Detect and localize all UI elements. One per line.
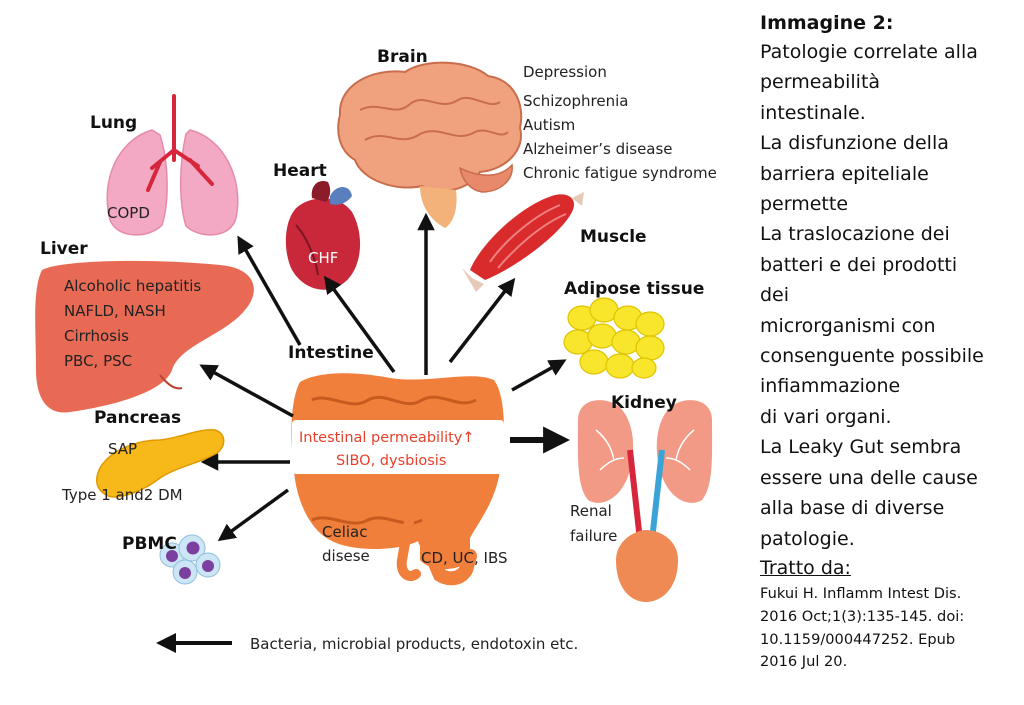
caption-line: batteri e dei prodotti bbox=[760, 253, 958, 276]
liver-disease-3: Cirrhosis bbox=[64, 327, 129, 345]
lung-label: Lung bbox=[90, 113, 137, 133]
caption-line: barriera epiteliale bbox=[760, 162, 929, 185]
caption-panel: Immagine 2: Patologie correlate alla per… bbox=[760, 10, 1020, 674]
muscle-label: Muscle bbox=[580, 227, 647, 247]
kidney-illustration bbox=[577, 400, 713, 602]
pancreas-label: Pancreas bbox=[94, 408, 181, 428]
citation-line: 2016 Jul 20. bbox=[760, 653, 848, 671]
kidney-disease-2: failure bbox=[570, 527, 617, 545]
arrow-to-pbmc bbox=[217, 488, 290, 542]
source-heading: Tratto da: bbox=[760, 556, 851, 579]
heart-label: Heart bbox=[273, 161, 327, 181]
bowel-disease-label: CD, UC, IBS bbox=[421, 549, 508, 567]
liver-disease-1: Alcoholic hepatitis bbox=[64, 277, 201, 295]
caption-line: permette bbox=[760, 193, 849, 216]
celiac-label-1: Celiac bbox=[322, 523, 367, 541]
kidney-disease-1: Renal bbox=[570, 502, 612, 520]
brain-disease-5: Chronic fatigue syndrome bbox=[523, 164, 717, 182]
citation-line: 10.1159/000447252. Epub bbox=[760, 630, 956, 648]
muscle-illustration bbox=[462, 192, 584, 292]
pbmc-illustration bbox=[159, 534, 221, 585]
arrows bbox=[156, 212, 571, 653]
caption-line: La Leaky Gut sembra bbox=[760, 436, 962, 459]
legend-text: Bacteria, microbial products, endotoxin … bbox=[250, 635, 578, 653]
heart-illustration bbox=[285, 180, 361, 290]
lung-disease: COPD bbox=[107, 204, 150, 222]
brain-label: Brain bbox=[377, 47, 428, 67]
intestinal-permeability-label: Intestinal permeability↑ bbox=[299, 430, 475, 446]
arrow-to-liver bbox=[199, 364, 294, 418]
liver-label: Liver bbox=[40, 239, 88, 259]
lung-illustration bbox=[106, 94, 239, 236]
celiac-label-2: disese bbox=[322, 547, 370, 565]
arrow-to-adipose bbox=[511, 359, 567, 392]
caption-line: patologie. bbox=[760, 527, 855, 550]
adipose-label: Adipose tissue bbox=[564, 279, 704, 299]
brain-disease-4: Alzheimer’s disease bbox=[523, 140, 673, 158]
caption-line: essere una delle cause bbox=[760, 466, 978, 489]
intestine-illustration bbox=[291, 373, 504, 586]
brain-disease-2: Schizophrenia bbox=[523, 92, 628, 110]
adipose-illustration bbox=[563, 297, 665, 379]
intestine-label-box bbox=[292, 420, 504, 474]
brain-illustration bbox=[337, 61, 523, 228]
caption-line: La disfunzione della bbox=[760, 132, 949, 155]
brain-disease-1: Depression bbox=[523, 63, 607, 81]
caption-line: infiammazione bbox=[760, 375, 901, 398]
pancreas-disease-dm: Type 1 and2 DM bbox=[61, 486, 183, 504]
intestine-label: Intestine bbox=[288, 343, 374, 363]
arrow-to-muscle bbox=[448, 277, 516, 364]
caption-line: permeabilità bbox=[760, 71, 881, 94]
caption-line: alla base di diverse bbox=[760, 497, 945, 520]
caption-line: microrganismi con bbox=[760, 314, 936, 337]
kidney-label: Kidney bbox=[611, 393, 677, 413]
caption-line: consenguente possibile bbox=[760, 345, 984, 368]
arrow-to-heart bbox=[323, 275, 396, 374]
caption-line: dei bbox=[760, 284, 790, 307]
heart-disease: CHF bbox=[308, 249, 338, 267]
caption-title: Immagine 2: bbox=[760, 12, 894, 34]
pancreas-disease-sap: SAP bbox=[108, 440, 137, 458]
arrow-to-lung bbox=[237, 235, 302, 346]
citation-line: 2016 Oct;1(3):135-145. doi: bbox=[760, 607, 965, 625]
caption-line: La traslocazione dei bbox=[760, 223, 950, 246]
caption-line: di vari organi. bbox=[760, 405, 892, 428]
liver-disease-4: PBC, PSC bbox=[64, 352, 132, 370]
brain-disease-3: Autism bbox=[523, 116, 575, 134]
sibo-dysbiosis-label: SIBO, dysbiosis bbox=[336, 453, 446, 469]
pbmc-label: PBMC bbox=[122, 534, 177, 554]
liver-disease-2: NAFLD, NASH bbox=[64, 302, 166, 320]
caption-line: intestinale. bbox=[760, 101, 866, 124]
citation-line: Fukui H. Inflamm Intest Dis. bbox=[760, 584, 962, 602]
caption-line: Patologie correlate alla bbox=[760, 41, 978, 63]
liver-illustration bbox=[35, 260, 254, 413]
